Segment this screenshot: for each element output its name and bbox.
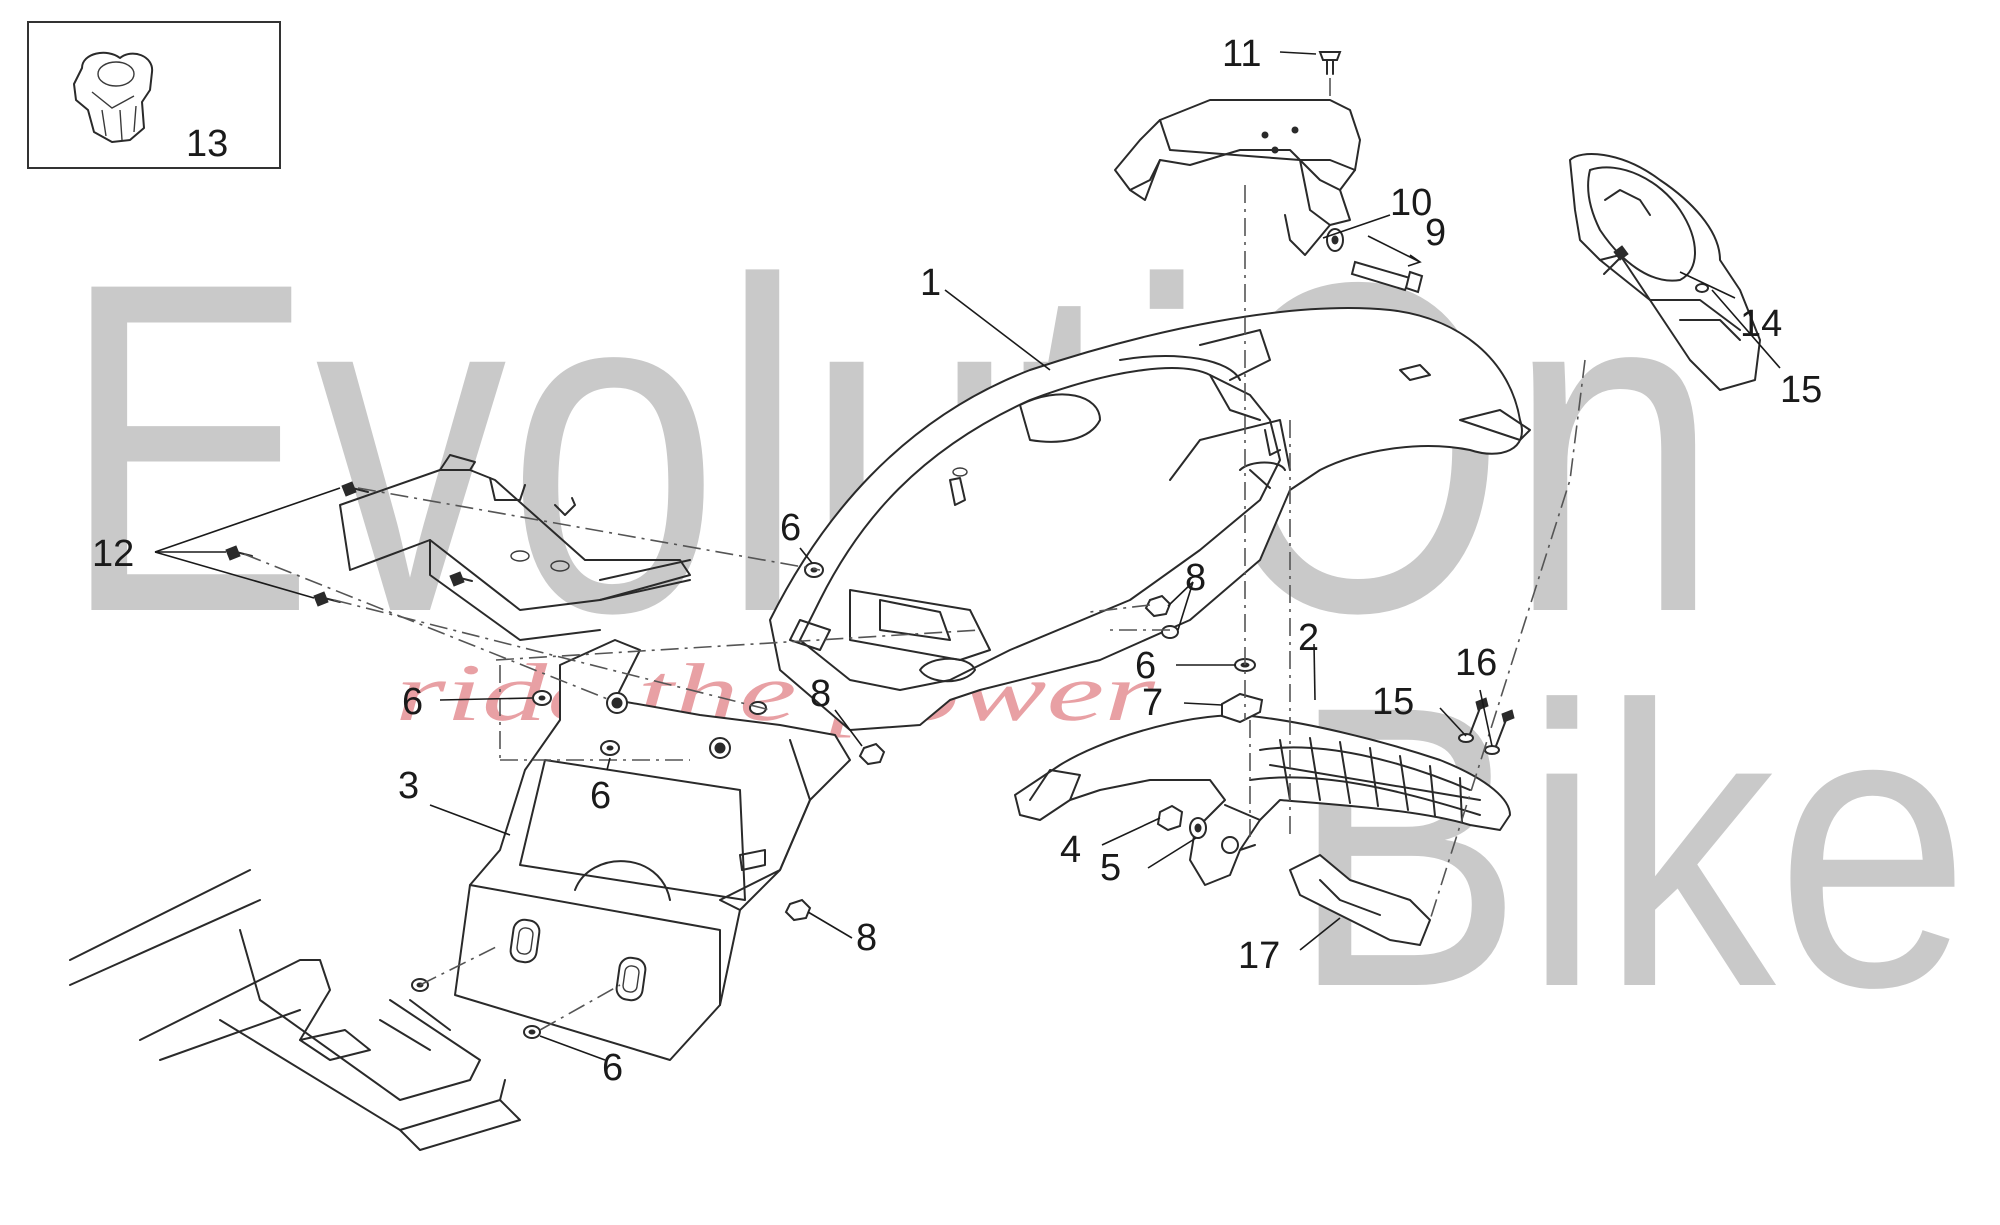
inset-frame <box>27 21 281 169</box>
washer-6g <box>749 701 767 715</box>
part-2-inner-mudguard <box>1014 714 1511 886</box>
license-plate-holder <box>1569 153 1761 391</box>
nut-8c <box>858 742 886 766</box>
inset-part-13: 13 <box>27 21 281 169</box>
watermark-bottom-word: Bike <box>1290 623 1970 1070</box>
callout-15a: 15 <box>1780 369 1822 411</box>
nut-8d <box>784 898 812 922</box>
screw-11 <box>1318 51 1342 75</box>
callout-12: 12 <box>92 533 134 575</box>
callout-15b: 15 <box>1372 681 1414 723</box>
washer-6c <box>600 740 620 756</box>
callout-8c: 8 <box>856 917 877 959</box>
washer-15b <box>1484 745 1500 755</box>
washer-15a <box>1458 733 1474 743</box>
washer-5 <box>1189 817 1207 839</box>
pad-7 <box>1221 692 1264 724</box>
inset-part-number: 13 <box>186 123 228 165</box>
callout-8a: 8 <box>1185 557 1206 599</box>
callout-6c: 6 <box>590 775 611 817</box>
callout-3: 3 <box>398 765 419 807</box>
callout-8b: 8 <box>810 673 831 715</box>
leader-lines <box>154 51 1781 1061</box>
cable-clip-icon <box>73 51 154 143</box>
hardware <box>225 51 1709 1039</box>
callout-1: 1 <box>920 262 941 304</box>
frame-tubes-lower <box>69 869 521 1151</box>
bolt-9 <box>1350 260 1424 294</box>
washer-6a <box>804 562 824 578</box>
nut-8a <box>1144 594 1172 618</box>
callout-6e: 6 <box>1135 645 1156 687</box>
washer-15-top <box>1695 283 1709 293</box>
callout-17: 17 <box>1238 935 1280 977</box>
callout-16: 16 <box>1455 642 1497 684</box>
callout-2: 2 <box>1298 617 1319 659</box>
callout-7: 7 <box>1142 682 1163 724</box>
screw-16b <box>1495 709 1515 747</box>
callout-5: 5 <box>1100 847 1121 889</box>
callout-4: 4 <box>1060 829 1081 871</box>
callouts: 11 10 9 1 14 15 12 6 8 2 16 6 15 7 6 8 3… <box>92 33 1822 1089</box>
screw-12d <box>449 571 473 587</box>
callout-9: 9 <box>1425 212 1446 254</box>
license-slot-left <box>509 918 541 964</box>
part-1-rear-fender <box>769 307 1531 731</box>
callout-6b: 6 <box>402 681 423 723</box>
screw-12a <box>341 481 369 497</box>
nut-8b <box>1161 625 1179 639</box>
callout-6d: 6 <box>602 1047 623 1089</box>
top-bracket <box>1114 99 1361 256</box>
license-slot-right <box>615 956 647 1002</box>
callout-14: 14 <box>1740 303 1782 345</box>
screw-14 <box>1603 245 1629 275</box>
nut-4 <box>1156 804 1184 832</box>
part-17-rear-flap <box>1289 854 1431 946</box>
screw-16a <box>1469 697 1489 735</box>
callout-6a: 6 <box>780 507 801 549</box>
callout-11: 11 <box>1222 33 1261 75</box>
part-3-license-panel <box>454 639 851 1061</box>
washer-6b <box>532 690 552 706</box>
callout-10: 10 <box>1390 182 1432 224</box>
assembly-lines <box>243 78 1586 1031</box>
washer-6e <box>523 1025 541 1039</box>
frame-bracket-upper <box>339 454 691 641</box>
